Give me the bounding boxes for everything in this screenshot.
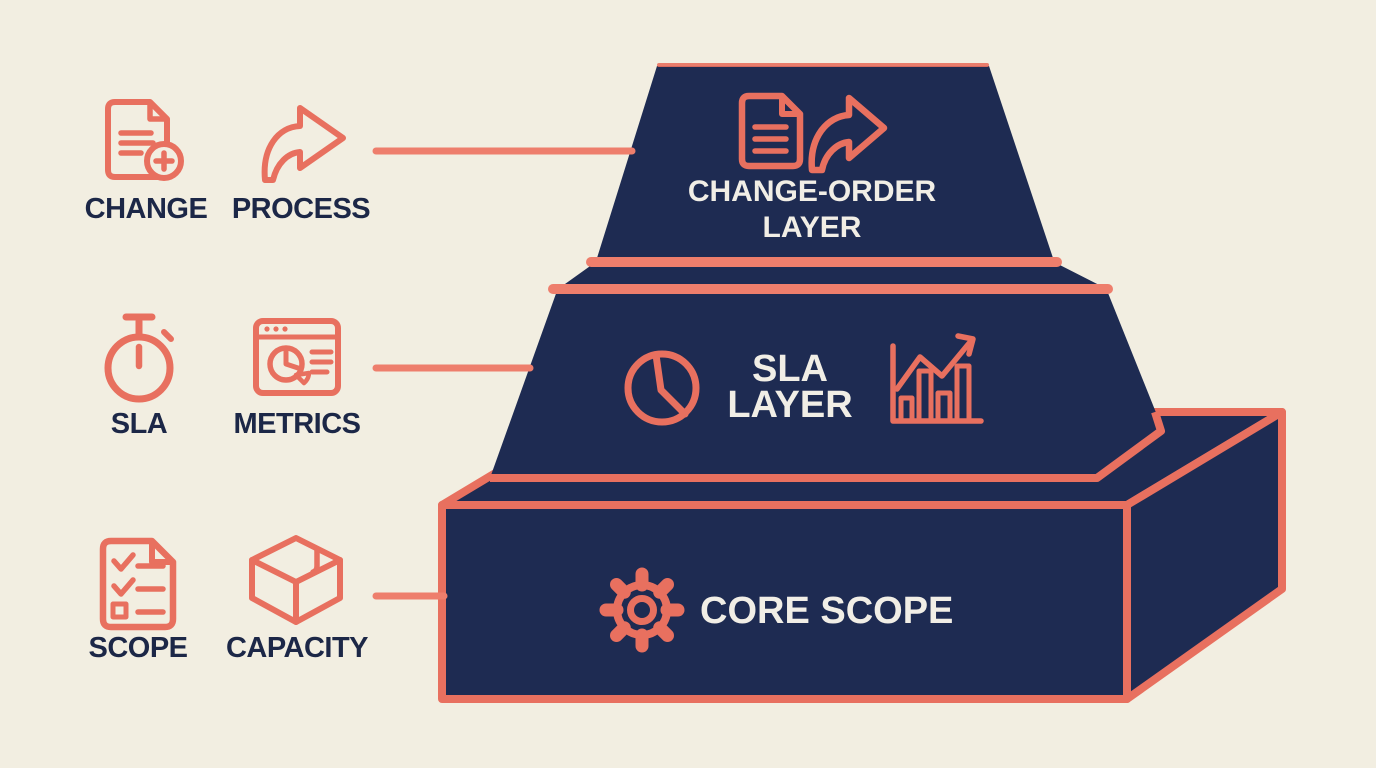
sla-content: SLA LAYER bbox=[624, 333, 984, 426]
legend-label-metrics: METRICS bbox=[234, 408, 361, 440]
curved-arrow-icon bbox=[808, 94, 888, 174]
legend-label-change: CHANGE bbox=[85, 193, 208, 225]
sla-box-contact-outline bbox=[490, 410, 1165, 482]
checklist-document-icon bbox=[99, 537, 177, 631]
legend-label-process: PROCESS bbox=[232, 193, 370, 225]
legend-label-scope: SCOPE bbox=[88, 632, 187, 664]
package-box-icon bbox=[249, 535, 343, 625]
curved-arrow-icon bbox=[261, 105, 346, 183]
core-scope-content: CORE SCOPE bbox=[599, 567, 953, 653]
legend-row-sla-metrics: SLA METRICS bbox=[104, 313, 361, 440]
change-order-title-line2: LAYER bbox=[763, 211, 862, 244]
change-order-content: CHANGE-ORDER LAYER bbox=[688, 92, 937, 244]
clock-icon bbox=[624, 350, 700, 426]
legend-row-scope-capacity: SCOPE CAPACITY bbox=[88, 535, 369, 664]
legend-label-sla: SLA bbox=[111, 408, 168, 440]
core-box-front-face bbox=[438, 501, 1131, 703]
sla-title-line1: SLA bbox=[752, 348, 828, 390]
legend-label-capacity: CAPACITY bbox=[226, 632, 368, 664]
document-icon bbox=[738, 92, 804, 170]
layer-sla bbox=[490, 259, 1165, 482]
core-scope-title: CORE SCOPE bbox=[700, 590, 953, 632]
bar-chart-trend-icon bbox=[890, 333, 984, 424]
legend-row-change-process: CHANGE PROCESS bbox=[85, 99, 371, 225]
gear-icon bbox=[599, 567, 685, 653]
document-plus-icon bbox=[105, 99, 184, 181]
browser-metrics-icon bbox=[253, 318, 341, 396]
change-order-title-line1: CHANGE-ORDER bbox=[688, 175, 937, 208]
sla-title-line2: LAYER bbox=[727, 384, 852, 426]
sla-trapezoid bbox=[490, 288, 1163, 478]
stopwatch-icon bbox=[104, 313, 174, 403]
